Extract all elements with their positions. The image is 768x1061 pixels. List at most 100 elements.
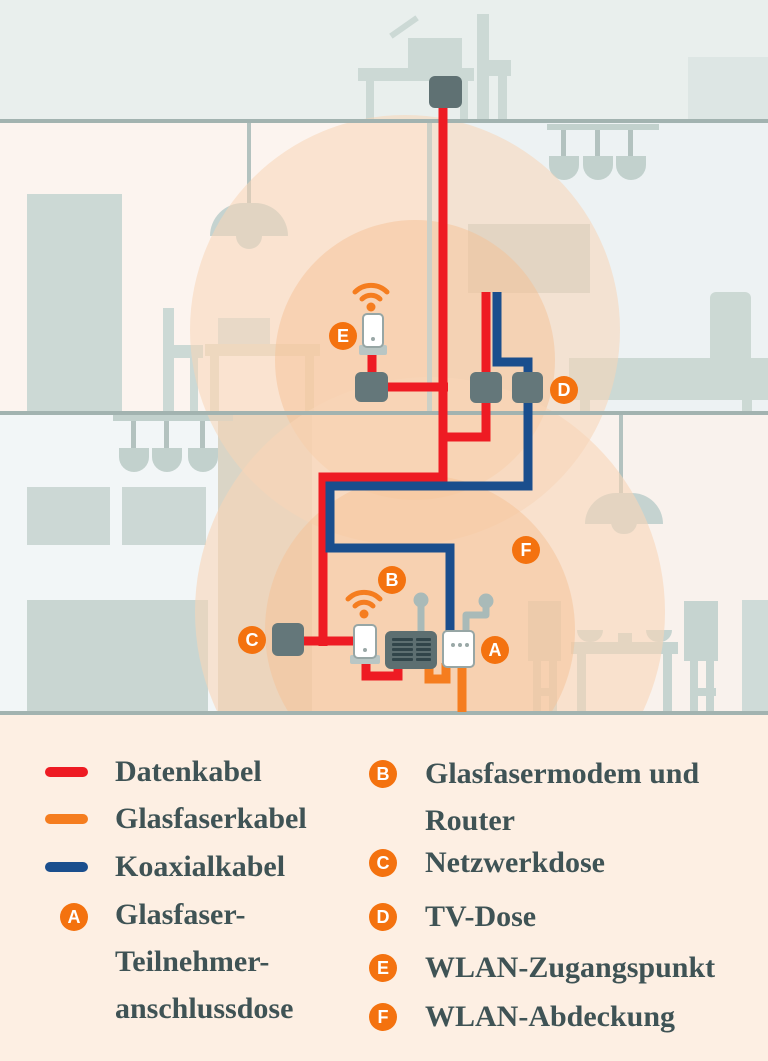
marker-b-badge: B: [378, 566, 406, 594]
attic-desk-leg-left: [366, 81, 374, 119]
dose-dot: [458, 643, 462, 647]
dining-chair-2-back: [684, 601, 718, 661]
edge-chair-partial: [742, 600, 768, 712]
wlan-ap-wall-socket: [355, 372, 388, 402]
koaxialkabel-label: Koaxialkabel: [115, 850, 286, 883]
glasfaserkabel-label: Glasfaserkabel: [115, 802, 307, 835]
legend-marker-f-badge: F: [369, 1003, 397, 1031]
upper-floor-partition-wall: [427, 123, 432, 411]
attic-chair-seat: [487, 60, 511, 76]
modem-vent: [392, 653, 413, 656]
pendant-cord-lower: [619, 415, 623, 495]
attic-room: [0, 0, 768, 121]
dining-chair-2-leg-b: [706, 660, 714, 712]
tv-dose-socket-left: [470, 372, 502, 403]
kitchen-light-lower-shade-2: [152, 448, 182, 472]
attic-floor-line: [0, 119, 768, 123]
kitchen-light-bar-lower: [113, 415, 233, 421]
ground-floor-line: [0, 711, 768, 715]
modem-vent: [392, 658, 413, 661]
modem-vent: [392, 643, 413, 646]
modem-vent: [392, 648, 413, 651]
modem-vent: [416, 653, 431, 656]
attic-chair-leg: [498, 76, 507, 119]
marker-e-badge: E: [329, 322, 357, 350]
router-antenna-bent: [462, 593, 494, 636]
kitchen-light-lower-shade-3: [188, 448, 218, 472]
router-base: [350, 655, 380, 664]
wardrobe: [27, 194, 122, 412]
kitchen-light-stem-1: [561, 130, 566, 157]
modem-vent: [392, 638, 413, 641]
pendant-cord-upper: [247, 121, 251, 205]
kitchen-light-lower-shade-1: [119, 448, 149, 472]
attic-chair-back: [477, 14, 489, 119]
tv-dose-socket-right: [512, 372, 543, 403]
dining-table-leg-b: [663, 654, 672, 712]
marker-f-badge: F: [512, 536, 540, 564]
marker-c-badge: C: [238, 626, 266, 654]
koaxialkabel-swatch: [45, 862, 88, 872]
wifi-icon-access-point: [352, 282, 390, 312]
kitchen-cabinet-left: [27, 487, 110, 545]
attic-desk-leg-right: [460, 81, 468, 119]
datenkabel-socket-to-riser-path: [439, 399, 491, 442]
legend-marker-e-label: WLAN-Zugangspunkt: [425, 951, 716, 984]
legend-marker-a-badge: A: [60, 903, 88, 931]
glasfasermodem-device: [385, 631, 437, 669]
sofa-back: [710, 292, 751, 362]
house-cross-section: A B C D E F: [0, 0, 768, 715]
router-led: [363, 648, 367, 652]
desk-chair-leg: [190, 358, 198, 413]
legend-marker-d-label: TV-Dose: [425, 900, 537, 933]
legend-marker-c-label: Netzwerkdose: [425, 846, 605, 879]
kitchen-light-shade-2: [583, 156, 613, 180]
upper-floor-line: [0, 411, 768, 415]
modem-vent: [416, 638, 431, 641]
sofa-leg-right: [742, 400, 752, 411]
wifi-icon-router: [345, 589, 383, 619]
attic-junction-box: [429, 76, 462, 108]
modem-vent: [416, 648, 431, 651]
dining-chair-2-leg-a: [690, 660, 698, 712]
wlan-ap-led: [371, 337, 375, 341]
kitchen-light-stem-2: [595, 130, 600, 157]
legend-marker-c-badge: C: [369, 849, 397, 877]
glasfaserkabel-dose-to-modem-path: [424, 663, 451, 684]
kitchen-light-shade-3: [616, 156, 646, 180]
router-device: [353, 624, 377, 659]
kitchen-light-lower-stem-1: [131, 421, 136, 448]
kitchen-light-lower-stem-3: [200, 421, 205, 448]
legend-marker-f-label: WLAN-Abdeckung: [425, 1000, 676, 1033]
kitchen-counter: [27, 600, 208, 712]
dose-dot: [465, 643, 469, 647]
legend-marker-b-badge: B: [369, 760, 397, 788]
router-antenna-straight: [413, 592, 429, 636]
marker-d-badge: D: [550, 376, 578, 404]
kitchen-light-lower-stem-2: [164, 421, 169, 448]
desk-chair-back: [163, 308, 174, 413]
glasfaser-anschlussdose-device: [442, 630, 475, 668]
koaxialkabel-dose-to-router-path: [325, 399, 533, 636]
legend-marker-d-badge: D: [369, 903, 397, 931]
marker-a-badge: A: [481, 636, 509, 664]
attic-cabinet: [688, 57, 768, 119]
cable-overlay: [300, 104, 533, 712]
legend-marker-e-badge: E: [369, 954, 397, 982]
datenkabel-swatch: [45, 767, 88, 777]
koaxialkabel-tv-to-dose-path: [492, 292, 533, 376]
modem-vent: [416, 643, 431, 646]
wlan-access-point-device: [362, 313, 384, 348]
wlan-ap-base: [359, 345, 387, 355]
legend-marker-a-label: Glasfaser- Teilnehmer- anschlussdose: [115, 898, 294, 1025]
kitchen-cabinet-right: [122, 487, 206, 545]
dining-chair-2-bar: [690, 688, 716, 696]
dose-dot: [451, 643, 455, 647]
kitchen-light-stem-3: [628, 130, 633, 157]
netzwerkdose-socket: [272, 623, 304, 656]
modem-vent: [416, 658, 431, 661]
legend-marker-b-label: Glasfasermodem und Router: [425, 757, 700, 837]
datenkabel-riser-path: [318, 104, 448, 646]
attic-typewriter: [408, 38, 462, 70]
